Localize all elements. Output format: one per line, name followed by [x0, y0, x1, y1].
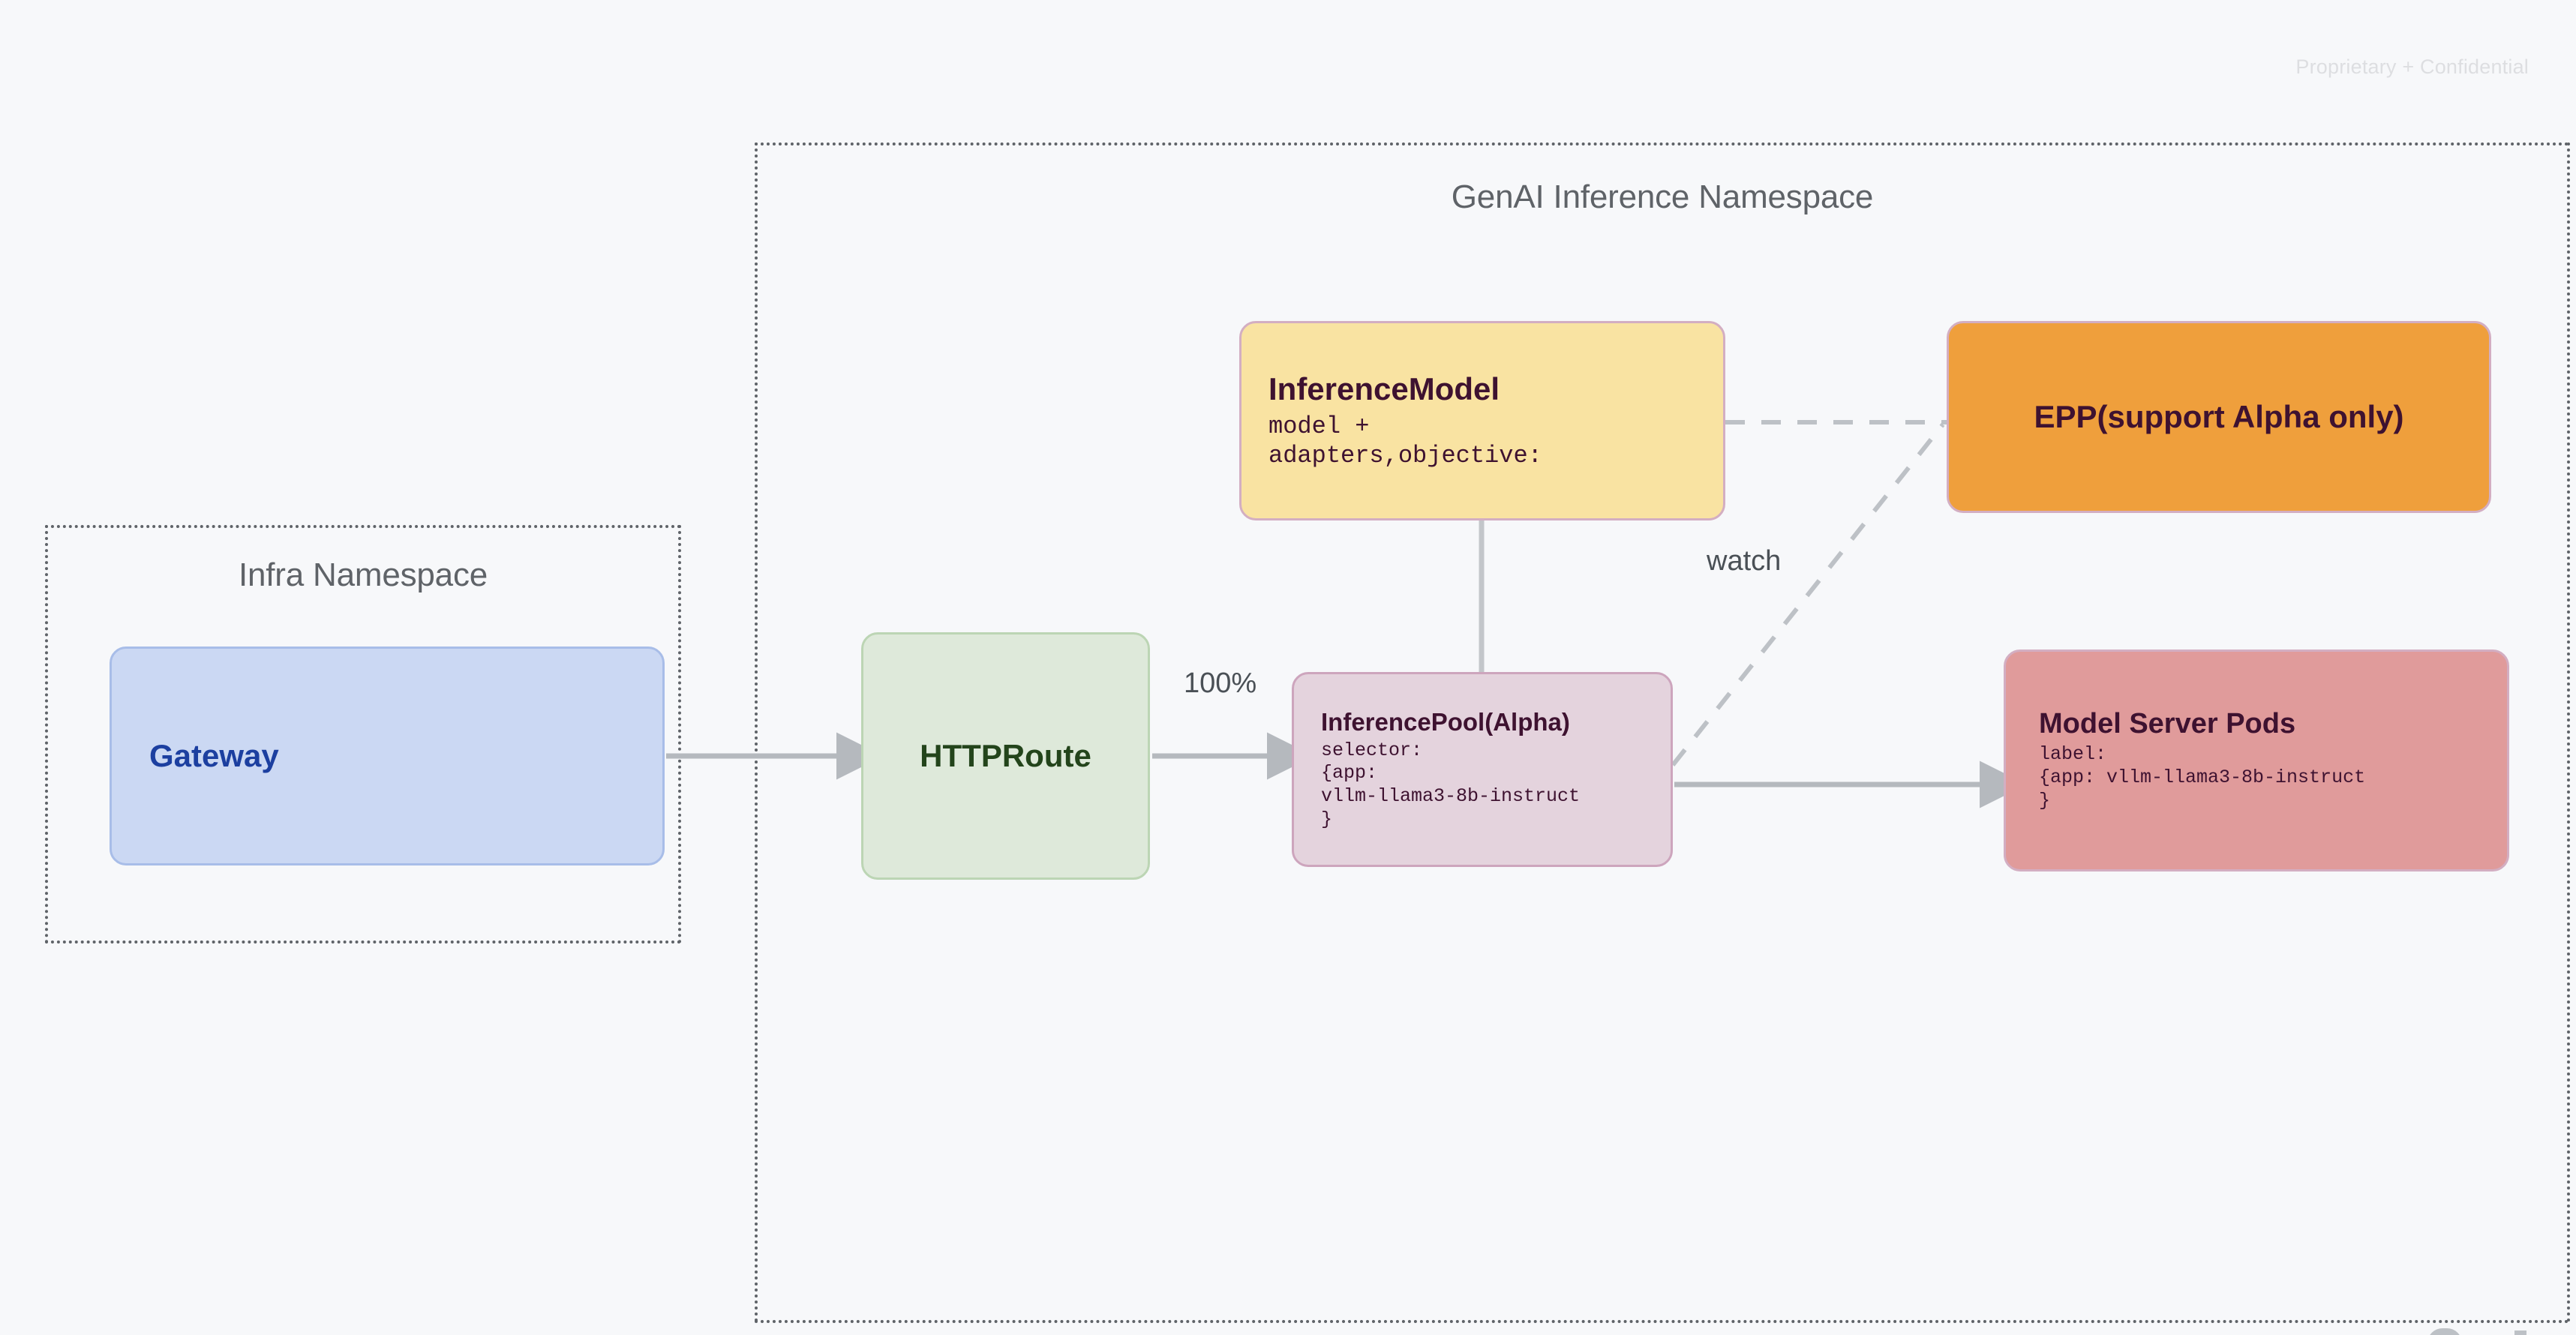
node-epp-title: EPP(support Alpha only)	[2034, 399, 2404, 434]
logo-remnant-icon	[2427, 1328, 2462, 1335]
infra-namespace-container	[45, 525, 681, 944]
edge-label-watch: watch	[1707, 545, 1782, 577]
genai-inference-namespace-title: GenAI Inference Namespace	[1451, 178, 1874, 215]
node-model-server-pods[interactable]: Model Server Pods label: {app: vllm-llam…	[2004, 650, 2509, 872]
node-inferencemodel-body: model + adapters,objective:	[1268, 412, 1542, 470]
node-inferencepool[interactable]: InferencePool(Alpha) selector: {app: vll…	[1292, 672, 1673, 867]
node-inferencepool-title: InferencePool(Alpha)	[1321, 707, 1570, 736]
node-model-server-pods-body: label: {app: vllm-llama3-8b-instruct }	[2039, 743, 2366, 812]
node-inferencemodel[interactable]: InferenceModel model + adapters,objectiv…	[1239, 321, 1725, 520]
genai-inference-namespace-container	[755, 142, 2570, 1323]
node-model-server-pods-title: Model Server Pods	[2039, 708, 2296, 740]
node-gateway[interactable]: Gateway	[110, 646, 665, 866]
node-inferencepool-body: selector: {app: vllm-llama3-8b-instruct …	[1321, 739, 1581, 830]
node-inferencemodel-title: InferenceModel	[1268, 370, 1500, 406]
node-httproute[interactable]: HTTPRoute	[861, 632, 1150, 880]
edge-label-traffic-weight: 100%	[1184, 668, 1257, 699]
confidentiality-watermark: Proprietary + Confidential	[2295, 56, 2529, 78]
logo-remnant-secondary-icon	[2514, 1330, 2526, 1335]
node-httproute-title: HTTPRoute	[920, 738, 1091, 773]
node-epp[interactable]: EPP(support Alpha only)	[1947, 321, 2491, 513]
infra-namespace-title: Infra Namespace	[238, 556, 488, 593]
node-gateway-title: Gateway	[149, 738, 279, 773]
